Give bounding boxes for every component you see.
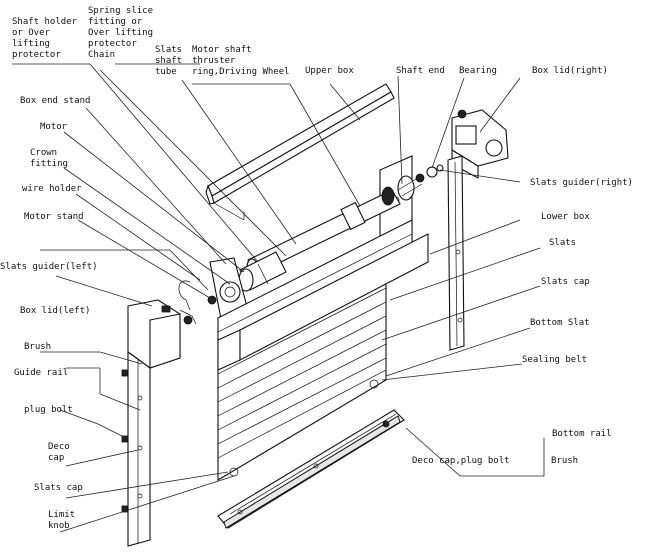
label-slats: Slats bbox=[549, 238, 577, 248]
label-box-end-stand: Box end stand bbox=[20, 96, 91, 106]
label-deco-cap-plug-bolt: Deco cap,plug bolt bbox=[412, 456, 510, 466]
label-guide-rail: Guide rail bbox=[14, 368, 69, 378]
label-bottom-slat: Bottom Slat bbox=[530, 318, 590, 328]
left-box-lid-part bbox=[127, 299, 181, 369]
label-slats-guider-left: Slats guider(left) bbox=[0, 262, 98, 272]
label-motor-shaft-thruster: Motor shaft thruster ring,Driving Wheel bbox=[192, 45, 290, 77]
label-box-lid-left: Box lid(left) bbox=[20, 306, 91, 316]
label-bottom-rail: Bottom rail bbox=[552, 429, 612, 439]
label-wire-holder: wire holder bbox=[22, 184, 82, 194]
label-shaft-end: Shaft end bbox=[396, 66, 445, 76]
label-brush-right: Brush bbox=[551, 456, 579, 466]
left-guide-rail-part bbox=[121, 350, 151, 547]
label-brush-left: Brush bbox=[24, 342, 52, 352]
bottom-rail-part bbox=[217, 409, 405, 529]
label-bearing: Bearing bbox=[459, 66, 497, 76]
label-plug-bolt: plug bolt bbox=[24, 405, 73, 415]
label-crown-fitting: Crown fitting bbox=[30, 148, 68, 169]
label-sealing-belt: Sealing belt bbox=[522, 355, 588, 365]
label-shaft-holder: Shaft holder or Over lifting protector bbox=[12, 17, 78, 60]
right-box-lid-part bbox=[451, 109, 509, 179]
label-lower-box: Lower box bbox=[541, 212, 590, 222]
right-guide-rail-part bbox=[447, 155, 465, 351]
label-motor: Motor bbox=[40, 122, 68, 132]
label-slats-guider-right: Slats guider(right) bbox=[530, 178, 633, 188]
label-slats-shaft-tube: Slats shaft tube bbox=[155, 45, 183, 77]
label-slats-cap-right: Slats cap bbox=[541, 277, 590, 287]
lower-box-part bbox=[239, 233, 429, 361]
label-motor-stand: Motor stand bbox=[24, 212, 84, 222]
leader-lines bbox=[12, 63, 545, 533]
upper-box-part bbox=[205, 83, 395, 221]
label-upper-box: Upper box bbox=[305, 66, 354, 76]
motor-part bbox=[238, 251, 287, 292]
label-limit-knob: Limit knob bbox=[48, 510, 76, 531]
label-box-lid-right: Box lid(right) bbox=[532, 66, 608, 76]
label-deco-cap: Deco cap bbox=[48, 442, 70, 463]
bearing-part bbox=[415, 164, 444, 183]
label-slats-cap-left: Slats cap bbox=[34, 483, 83, 493]
label-spring-slice-fitting: Spring slice fitting or Over lifting pro… bbox=[88, 6, 154, 60]
